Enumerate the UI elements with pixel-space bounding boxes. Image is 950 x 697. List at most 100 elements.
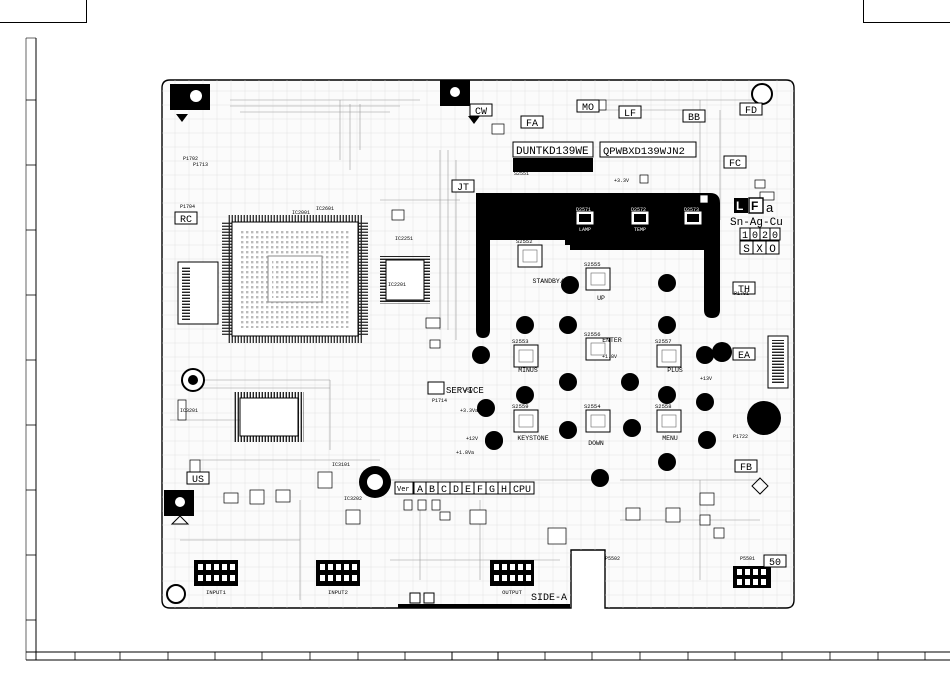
smd-part [317, 471, 333, 489]
side-label: SIDE-A [531, 593, 567, 604]
contact-dot [591, 469, 609, 487]
lf-letter-f: F [751, 199, 758, 213]
led-ref: D2571 [576, 207, 591, 213]
button-label: DOWN [588, 440, 604, 447]
component-marking: P1701 [734, 291, 749, 297]
smd-part [754, 179, 766, 189]
smd-part [391, 209, 405, 221]
contact-dot [658, 386, 676, 404]
smd-part [429, 339, 441, 349]
connector-label: INPUT2 [328, 589, 348, 596]
pcb-traces [170, 99, 760, 600]
board-edge-copper [398, 604, 570, 608]
svg-text:US: US [192, 475, 204, 486]
component-marking: P1713 [193, 162, 208, 168]
svg-text:FC: FC [729, 159, 741, 170]
keypad-buttons: S2552STANDBY/ONS2555UPS2556ENTERS2553MIN… [512, 238, 683, 447]
component-marking: IC2201 [388, 282, 406, 288]
button-ref: S2558 [655, 403, 672, 410]
smd-part [345, 509, 361, 525]
svg-text:FB: FB [740, 463, 752, 474]
led-led1: LAMP D2571 [576, 207, 594, 233]
smd-part [665, 507, 681, 523]
label-box-us: US [186, 471, 210, 486]
label-box-fd: FD [739, 102, 763, 117]
ver-letter: A [417, 485, 423, 496]
label-box-fa: FA [520, 115, 544, 130]
label-box-50: 50 [763, 554, 787, 569]
smd-part [403, 499, 413, 511]
contact-dot [623, 419, 641, 437]
part-number-text: DUNTKD139WE [516, 146, 589, 158]
component-marking: S2551 [514, 171, 529, 177]
contact-dot [658, 453, 676, 471]
svg-text:50: 50 [769, 558, 781, 569]
ver-letter: G [489, 485, 495, 496]
switch-contact-dots [472, 274, 716, 487]
button-ref: S2552 [516, 238, 533, 245]
component-marking: +5V [464, 388, 473, 394]
pwb-code-box: QPWBXD139WJN2 [599, 141, 697, 158]
svg-text:RC: RC [180, 215, 192, 226]
contact-dot [559, 373, 577, 391]
ic2201-chip [380, 256, 430, 304]
led-label: LAMP [579, 227, 591, 233]
smd-part [417, 499, 427, 511]
contact-dot [696, 346, 714, 364]
button-ref: S2557 [655, 338, 672, 345]
contact-dot [561, 276, 579, 294]
test-pad [409, 592, 421, 604]
led-led3: D2573 [684, 207, 702, 225]
button-ref: S2553 [512, 338, 529, 345]
smd-part [639, 174, 649, 184]
service-pad [427, 381, 445, 395]
label-box-jt: JT [451, 179, 475, 194]
date-letter: O [769, 244, 776, 256]
smd-part [223, 492, 239, 504]
smd-part [547, 527, 567, 545]
smd-part [431, 499, 441, 511]
smd-components [177, 99, 775, 545]
svg-text:BB: BB [688, 113, 700, 124]
buzzer-component [747, 401, 781, 435]
ver-label: Ver [397, 486, 410, 494]
contact-dot [658, 274, 676, 292]
ic2001-qfp-chip [222, 215, 368, 343]
svg-text:FD: FD [745, 106, 757, 117]
lead-free-mark: L F a Sn-Ag-Cu [730, 197, 783, 229]
smd-part [425, 317, 441, 329]
date-digit: 0 [772, 231, 778, 242]
smd-part [439, 511, 451, 521]
contact-dot [516, 386, 534, 404]
label-box-cw: CW [469, 103, 493, 118]
pcb-board [161, 79, 795, 609]
component-marking: P5501 [740, 556, 755, 562]
connector-input2: INPUT2 [316, 560, 360, 596]
component-marking: P1702 [183, 156, 198, 162]
button-label: PLUS [667, 367, 683, 374]
smd-part [469, 509, 487, 525]
contact-dot [559, 421, 577, 439]
ver-letter: E [465, 485, 471, 496]
svg-text:LF: LF [624, 109, 636, 120]
connector-output: OUTPUT [490, 560, 534, 596]
smd-part [699, 514, 711, 526]
label-box-bb: BB [682, 109, 706, 124]
button-ref: S2559 [512, 403, 529, 410]
date-letter: X [756, 244, 763, 256]
lf-letter-l: L [736, 199, 743, 213]
ver-letter: H [501, 485, 507, 496]
button-label: UP [597, 295, 605, 302]
date-digit: 1 [742, 231, 748, 242]
corner-markers [164, 80, 769, 525]
frame-corner-right [863, 0, 950, 23]
ic2251-chip [234, 392, 304, 442]
button-ref: S2554 [584, 403, 601, 410]
ver-letter: D [453, 485, 459, 496]
